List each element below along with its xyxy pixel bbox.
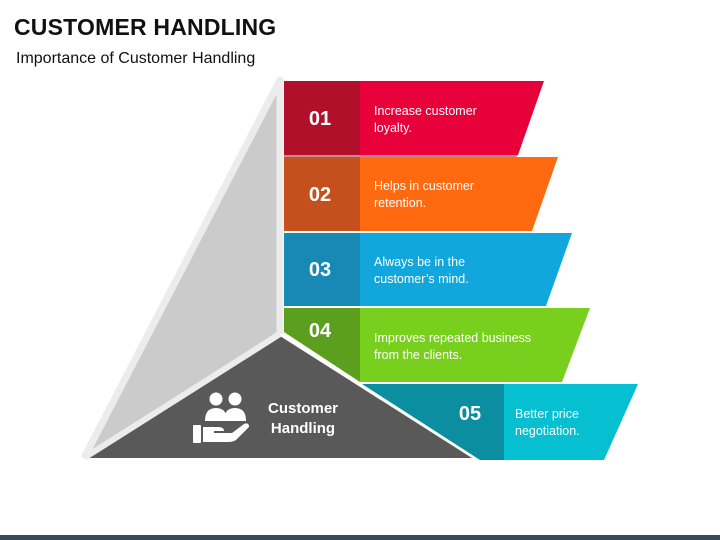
step-5-text-line1: Better price bbox=[515, 407, 579, 421]
step-5-dark-block bbox=[362, 384, 504, 460]
step-4-text-line2: from the clients. bbox=[374, 348, 462, 362]
page-subtitle: Importance of Customer Handling bbox=[16, 50, 256, 67]
step-2-number: 02 bbox=[309, 184, 331, 206]
center-label-line1: Customer bbox=[268, 400, 338, 417]
step-band-1: 01 Increase customer loyalty. bbox=[284, 81, 544, 159]
step-2-dark-block bbox=[284, 157, 360, 231]
step-1-color-block bbox=[360, 81, 544, 155]
step-5-text-line2: negotiation. bbox=[515, 424, 580, 438]
step-3-text-line1: Always be in the bbox=[374, 255, 465, 269]
step-4-text-line1: Improves repeated business bbox=[374, 331, 531, 345]
step-1-number: 01 bbox=[309, 108, 331, 130]
bottom-accent-bar bbox=[0, 535, 720, 540]
step-band-2: 02 Helps in customer retention. bbox=[284, 157, 558, 231]
step-2-color-block bbox=[360, 157, 558, 231]
step-band-5: 05 Better price negotiation. bbox=[362, 384, 638, 460]
step-1-text-line2: loyalty. bbox=[374, 121, 412, 135]
step-5-number: 05 bbox=[459, 403, 481, 425]
step-4-color-block bbox=[360, 308, 590, 382]
center-label-line2: Handling bbox=[271, 420, 335, 437]
step-5-color-block bbox=[504, 384, 638, 460]
customer-service-hand-icon bbox=[193, 392, 249, 443]
step-2-text-line2: retention. bbox=[374, 196, 426, 210]
step-4-number: 04 bbox=[309, 320, 332, 342]
step-1-dark-block bbox=[284, 81, 360, 155]
step-2-text-line1: Helps in customer bbox=[374, 179, 474, 193]
step-4-dark-block bbox=[284, 308, 360, 382]
step-3-color-block bbox=[360, 233, 572, 306]
step-3-number: 03 bbox=[309, 259, 331, 281]
step-3-dark-block bbox=[284, 233, 360, 306]
step-3-text-line2: customer’s mind. bbox=[374, 272, 469, 286]
step-band-4: 04 Improves repeated business from the c… bbox=[284, 308, 590, 382]
pyramid-bottom-face bbox=[84, 336, 472, 458]
pyramid-center-edge bbox=[82, 331, 282, 461]
step-band-3: 03 Always be in the customer’s mind. bbox=[284, 233, 572, 306]
pyramid-edge-lines bbox=[80, 76, 284, 460]
step-1-text-line1: Increase customer bbox=[374, 104, 477, 118]
page-title: CUSTOMER HANDLING bbox=[14, 14, 277, 40]
